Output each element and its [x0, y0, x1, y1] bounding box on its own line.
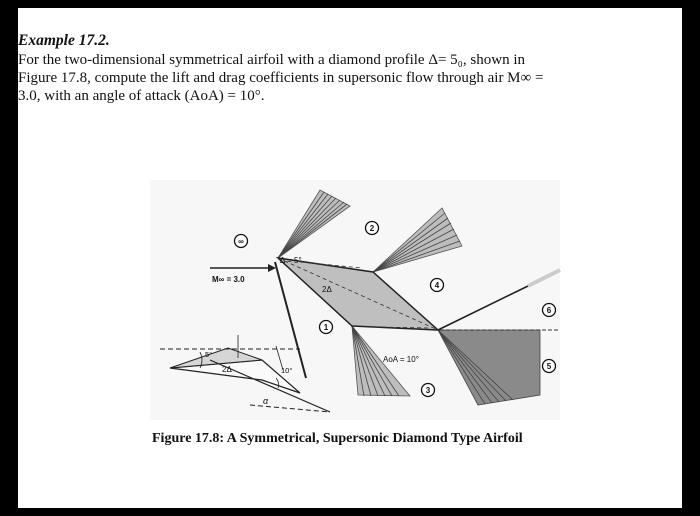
problem-line-1: For the two-dimensional symmetrical airf… — [18, 52, 525, 68]
region-marker-2: 2 — [364, 220, 380, 236]
five-degree-label: 5° — [205, 350, 212, 359]
alpha-label: α — [263, 396, 269, 406]
expansion-fan-upper-left — [277, 189, 351, 259]
expansion-fan-lower — [351, 324, 411, 397]
example-title: Example 17.2. — [18, 32, 110, 49]
trailing-shock — [437, 268, 561, 331]
expansion-fan-trailing — [437, 329, 541, 406]
region-marker-4: 4 — [429, 277, 445, 293]
two-delta-lower-label: 2Δ — [222, 365, 232, 374]
delta-label: Δ = 5° — [280, 256, 302, 265]
example-text: Example 17.2. For the two-dimensional sy… — [18, 32, 650, 105]
two-delta-upper-label: 2Δ — [322, 285, 332, 294]
region-marker-3: 3 — [420, 382, 436, 398]
ten-degree-label: 10° — [281, 366, 292, 375]
svg-text:3: 3 — [426, 386, 431, 395]
freestream-arrow — [210, 264, 276, 272]
svg-text:2: 2 — [370, 224, 375, 233]
region-marker-6: 6 — [541, 302, 557, 318]
svg-text:1: 1 — [324, 323, 329, 332]
mach-label: M∞ = 3.0 — [212, 275, 245, 284]
expansion-fan-upper-right — [372, 207, 463, 273]
problem-line-3: 3.0, with an angle of attack (AoA) = 10°… — [18, 88, 265, 104]
small-diamond-detail — [160, 335, 331, 413]
svg-text:∞: ∞ — [238, 237, 244, 246]
aoa-label: AoA = 10° — [383, 355, 419, 364]
main-diamond-airfoil — [275, 256, 441, 331]
region-marker-infinity: ∞ — [233, 233, 249, 249]
svg-text:5: 5 — [547, 362, 552, 371]
figure-caption: Figure 17.8: A Symmetrical, Supersonic D… — [152, 431, 523, 446]
leading-shock-lower — [274, 261, 307, 379]
svg-text:4: 4 — [435, 281, 440, 290]
problem-line-2: Figure 17.8, compute the lift and drag c… — [18, 70, 544, 86]
svg-text:6: 6 — [547, 306, 552, 315]
region-marker-1: 1 — [318, 319, 334, 335]
region-marker-5: 5 — [541, 358, 557, 374]
diamond-airfoil-figure: M∞ = 3.0 Δ = 5° 2Δ 2Δ 5° 10° AoA = 10° α… — [150, 180, 561, 420]
